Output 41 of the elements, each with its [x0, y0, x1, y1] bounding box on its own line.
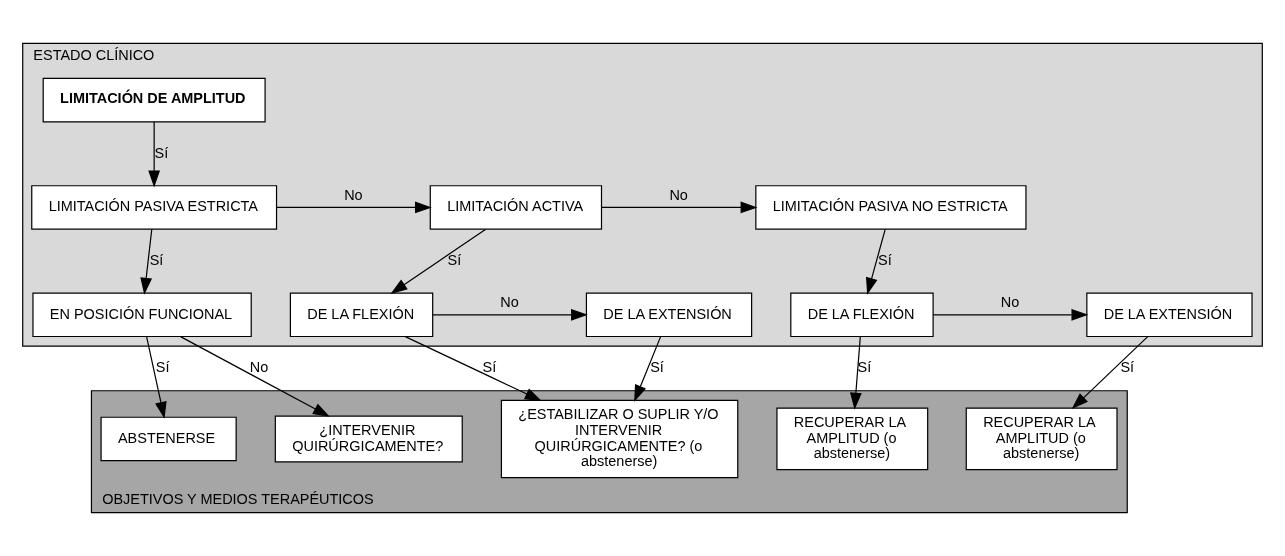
edge-label: Sí — [154, 144, 169, 161]
edge-label: No — [500, 294, 519, 311]
node-box: RECUPERAR LA AMPLITUD (o abstenerse) — [965, 407, 1118, 471]
arrow — [390, 228, 486, 294]
edge-label: No — [249, 359, 269, 376]
arrow — [849, 336, 862, 410]
node-box: LIMITACIÓN PASIVA ESTRICTA — [31, 185, 278, 230]
arrow — [432, 308, 588, 321]
edge-label: No — [344, 186, 363, 203]
edge-label: Sí — [149, 251, 164, 268]
arrow — [404, 336, 542, 401]
arrow — [179, 336, 330, 417]
node-box: LIMITACIÓN PASIVA NO ESTRICTA — [755, 185, 1027, 230]
edge-label: No — [669, 186, 688, 203]
arrow — [932, 308, 1089, 321]
arrow — [865, 228, 886, 295]
arrow — [601, 201, 758, 214]
arrow — [146, 336, 167, 419]
edge-label: Sí — [857, 359, 872, 376]
node-box: DE LA EXTENSIÓN — [1086, 292, 1253, 338]
edge-label: Sí — [155, 359, 170, 376]
node-box: EN POSICIÓN FUNCIONAL — [32, 292, 252, 338]
node-box: LIMITACIÓN DE AMPLITUD — [42, 77, 266, 123]
node-box: DE LA EXTENSIÓN — [585, 292, 753, 338]
node-box: ¿ESTABILIZAR O SUPLIR Y/O INTERVENIR QUIRÚRGICAMENTE? (o abstenerse) — [500, 399, 739, 479]
edge-label: Sí — [447, 251, 462, 268]
edge-label: No — [1000, 294, 1020, 311]
arrow — [140, 228, 153, 295]
node-box: ¿INTERVENIR QUIRÚRGICAMENTE? — [274, 415, 463, 463]
node-box: RECUPERAR LA AMPLITUD (o abstenerse) — [776, 407, 929, 471]
arrow — [148, 121, 161, 188]
edge-label: Sí — [650, 359, 664, 376]
edge-label: Sí — [482, 359, 497, 376]
edge-label: Sí — [1120, 359, 1135, 376]
node-box: ABSTENERSE — [100, 416, 237, 462]
arrow — [1071, 336, 1149, 410]
node-box: DE LA FLEXIÓN — [289, 292, 434, 338]
arrow — [276, 201, 432, 214]
node-box: LIMITACIÓN ACTIVA — [429, 185, 603, 230]
edge-label: Sí — [878, 251, 892, 268]
node-box: DE LA FLEXIÓN — [790, 292, 934, 338]
